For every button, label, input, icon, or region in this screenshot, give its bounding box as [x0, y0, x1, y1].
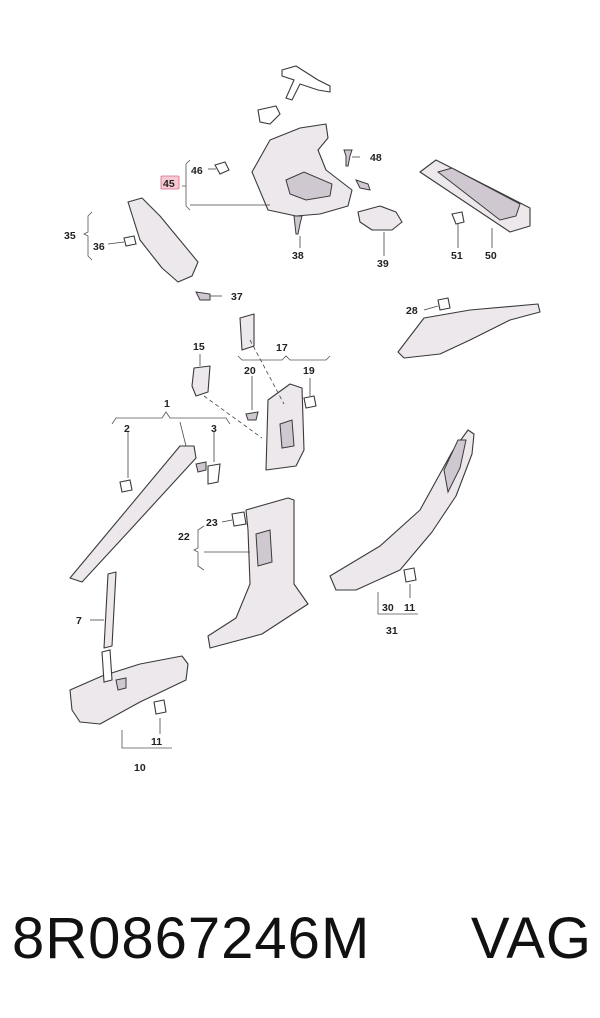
screw-48 — [343, 149, 353, 167]
callout-51: 51 — [451, 250, 463, 262]
bracket-17-top — [239, 313, 255, 351]
seal-strip-7 — [103, 571, 117, 649]
callout-2: 2 — [124, 423, 130, 435]
screw-10 — [115, 677, 127, 691]
screw-37 — [195, 291, 211, 301]
callout-7: 7 — [76, 615, 82, 627]
clip-11-left — [153, 699, 167, 715]
callout-45: 45 — [163, 178, 175, 190]
b-pillar-upper-slot — [279, 419, 295, 449]
callout-17: 17 — [276, 342, 288, 354]
callout-22: 22 — [178, 531, 190, 543]
callout-3: 3 — [211, 423, 217, 435]
b-pillar-lower-trim — [207, 497, 309, 649]
sill-front-10 — [69, 655, 189, 725]
bracket-15 — [191, 365, 211, 397]
clip-11-right — [403, 567, 417, 583]
callout-46: 46 — [191, 165, 203, 177]
screw-20 — [245, 411, 259, 421]
clip-51 — [451, 211, 465, 225]
callout-31: 31 — [386, 625, 398, 637]
a-pillar-trim — [69, 445, 197, 583]
brand-label: VAG — [470, 905, 592, 971]
screw-a — [195, 461, 207, 473]
rear-side-trim — [397, 303, 541, 359]
clip-46 — [214, 161, 230, 175]
callout-39: 39 — [377, 258, 389, 270]
callout-20: 20 — [244, 365, 256, 377]
callout-28: 28 — [406, 305, 418, 317]
callout-11-left: 11 — [151, 736, 162, 748]
rear-sill-edge — [443, 439, 467, 494]
cover-39 — [357, 205, 403, 231]
callout-10: 10 — [134, 762, 146, 774]
clip-top — [257, 105, 281, 125]
clip-3 — [207, 463, 221, 485]
leader-lines — [83, 156, 493, 749]
c-pillar-vent — [285, 171, 333, 201]
callout-23: 23 — [206, 517, 218, 529]
sill-front-top — [101, 649, 113, 683]
screw-38 — [293, 215, 303, 235]
b-pillar-lower-slot — [255, 529, 273, 567]
d-pillar-trim — [127, 197, 199, 283]
callout-19: 19 — [303, 365, 315, 377]
callout-35: 35 — [64, 230, 76, 242]
clip-19 — [303, 395, 317, 409]
clip-23 — [231, 511, 247, 527]
c-pillar-upper-trim — [251, 123, 353, 217]
callout-15: 15 — [193, 341, 205, 353]
callout-48: 48 — [370, 152, 382, 164]
callout-30: 30 — [382, 602, 394, 614]
part-number-caption: 8R0867246M VAG — [12, 898, 592, 978]
clip-2 — [119, 479, 133, 493]
top-bracket — [281, 65, 331, 101]
callout-37: 37 — [231, 291, 243, 303]
callout-1: 1 — [164, 398, 170, 410]
callout-38: 38 — [292, 250, 304, 262]
highlight-box-45 — [160, 175, 180, 190]
callout-11-right: 11 — [404, 602, 415, 614]
part-number: 8R0867246M — [12, 905, 371, 971]
callout-36: 36 — [93, 241, 105, 253]
clip-36 — [123, 235, 137, 247]
sill-plate-grid — [436, 167, 521, 221]
callout-50: 50 — [485, 250, 497, 262]
clip-28 — [437, 297, 451, 311]
screw-small — [355, 179, 371, 191]
